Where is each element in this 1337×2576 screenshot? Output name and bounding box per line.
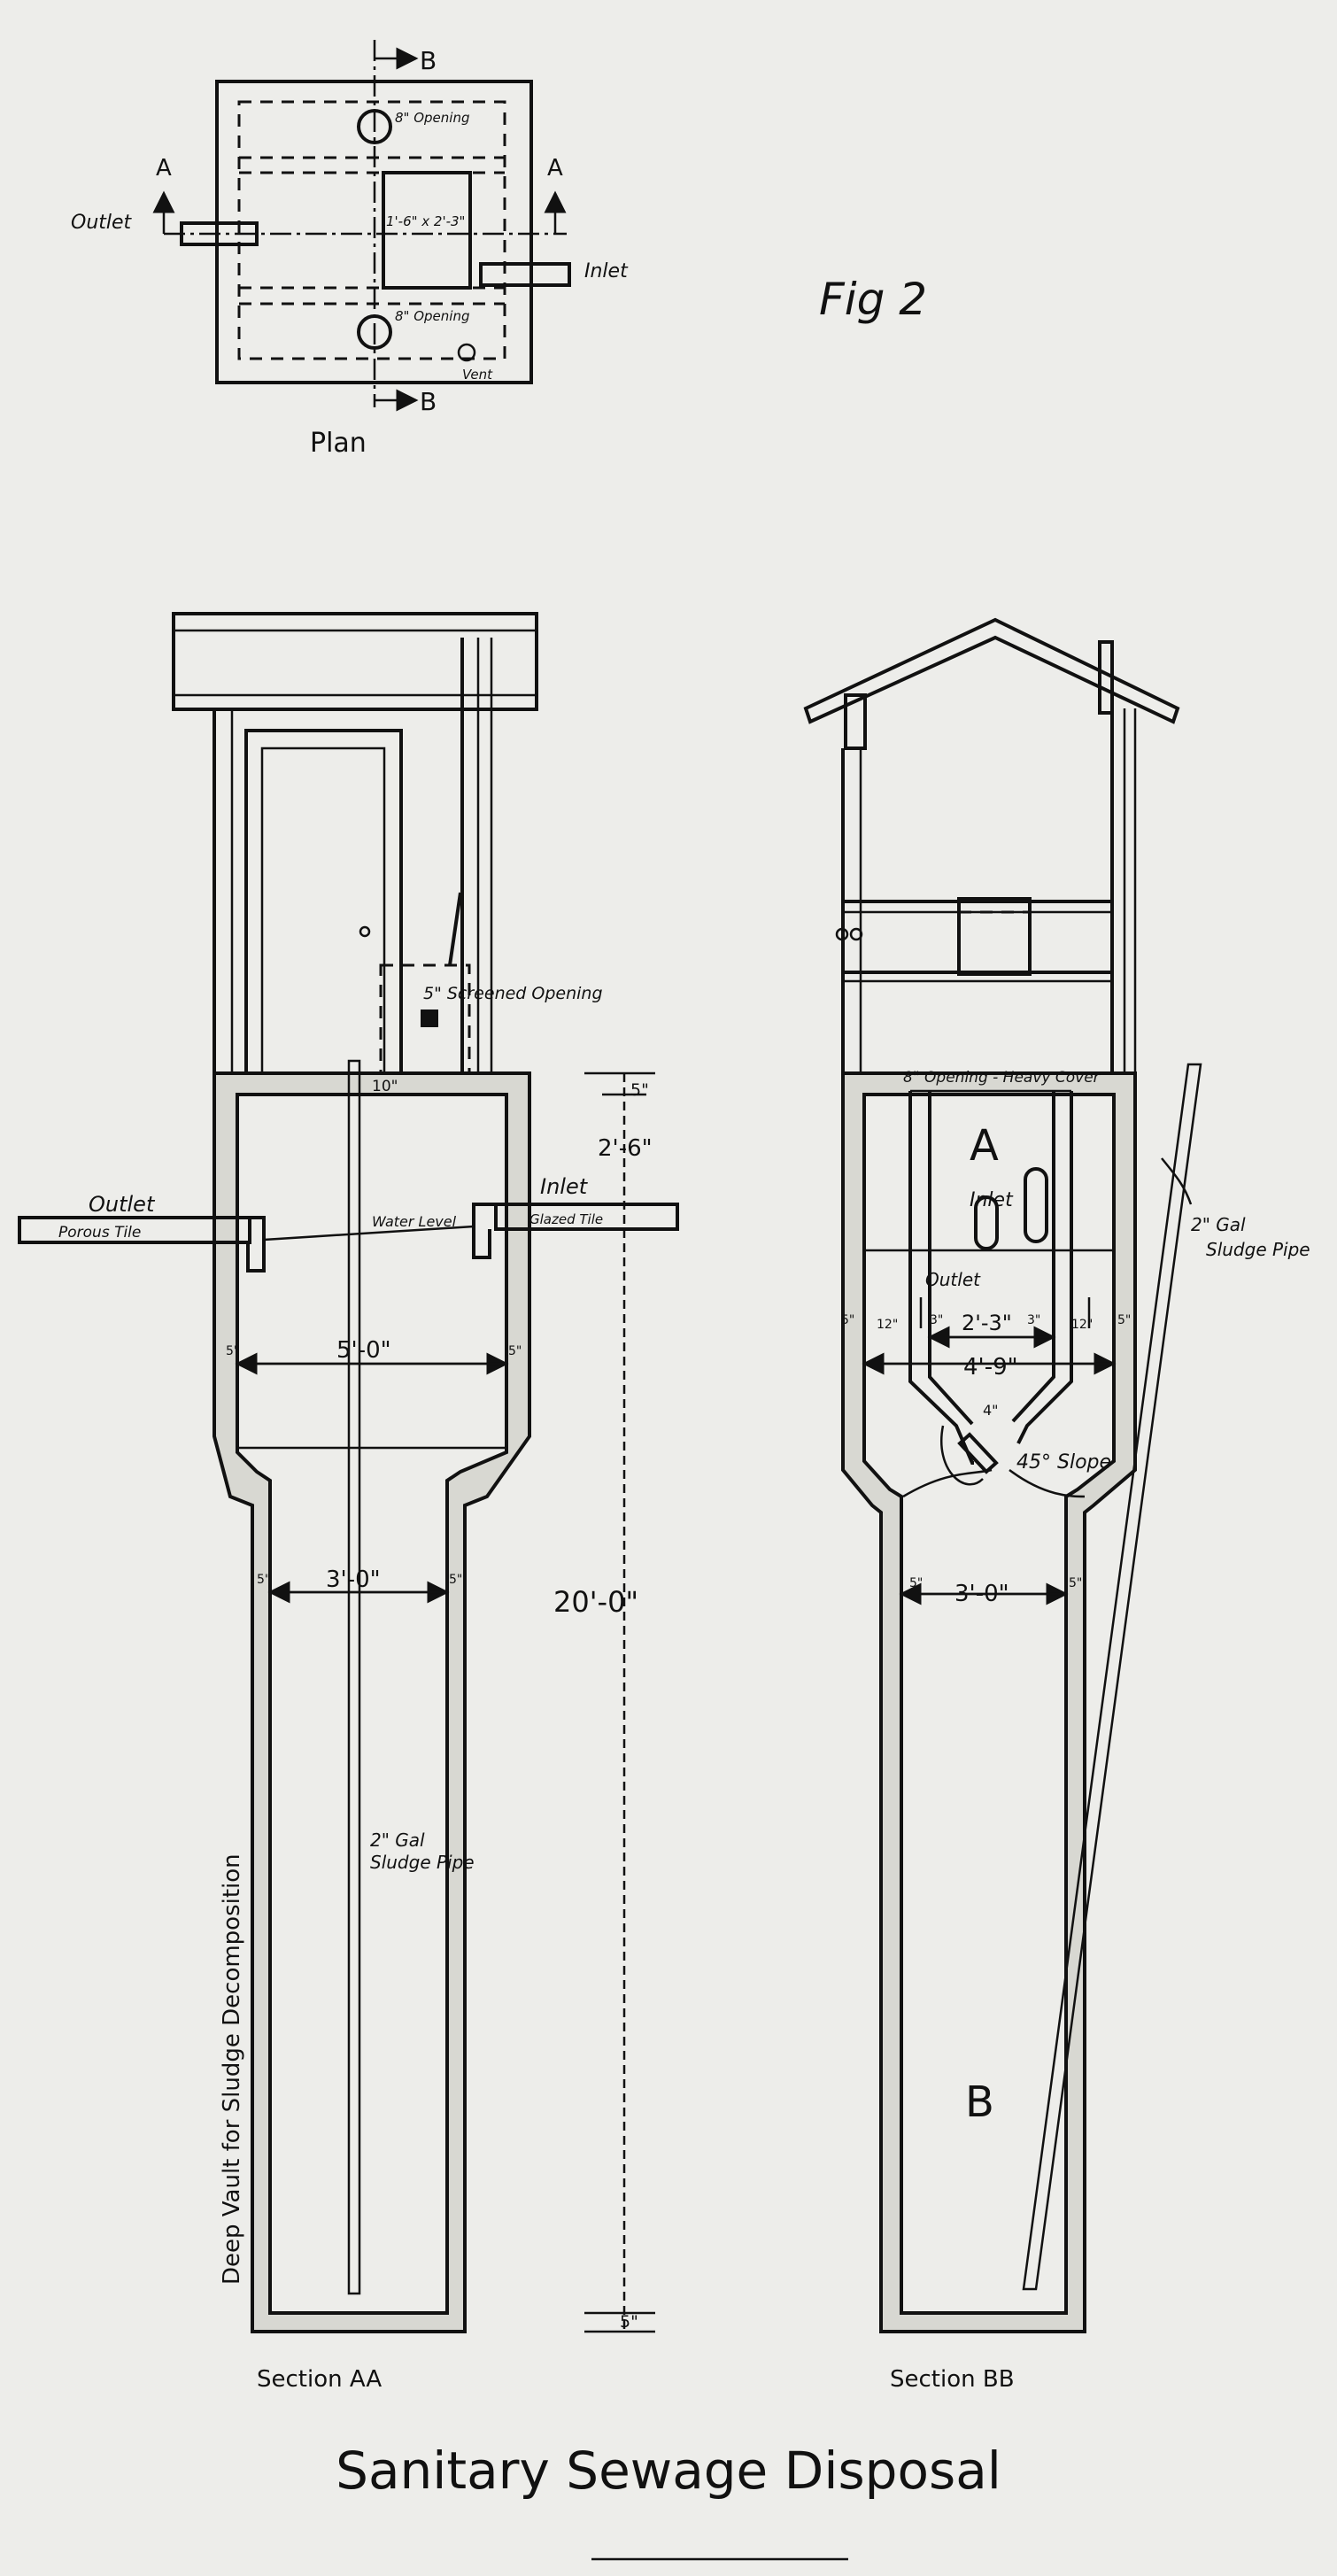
chamber-a-label: A [970, 1121, 999, 1171]
bb-inlet-pipe [1024, 1167, 1048, 1243]
dim-bb-lower-wall: 5" [909, 1576, 923, 1590]
section-mark-a: A [547, 155, 563, 182]
dim-upper-width: 5'-0" [336, 1337, 391, 1364]
sludge-pipe-aa [347, 1059, 361, 2295]
hopper-throat [957, 1432, 999, 1474]
dim-to-water: 2'-6" [598, 1135, 653, 1162]
dim-total-depth: 20'-0" [553, 1585, 638, 1619]
figure-label: Fig 2 [819, 274, 927, 325]
dim-wall: 5" [449, 1573, 462, 1587]
shelter-gable-roof [803, 617, 1180, 724]
drawing-title: Sanitary Sewage Disposal [336, 2441, 1001, 2501]
plan-inner-wall [237, 100, 506, 360]
plan-opening-label: 8" Opening [395, 110, 469, 126]
dim-baffle-right: 3" [1027, 1313, 1040, 1327]
plan-inlet-pipe [479, 262, 571, 287]
shelter-door [260, 746, 386, 1075]
dim-wall: 5" [508, 1344, 522, 1358]
dim-bb-lower-wall: 5" [1069, 1576, 1082, 1590]
bb-sludge-pipe-label: Sludge Pipe [1206, 1239, 1310, 1260]
dim-baffle-left: 3" [930, 1313, 943, 1327]
bb-inlet-label: Inlet [970, 1189, 1014, 1211]
water-level-line [263, 1225, 475, 1242]
chamber-b-label: B [965, 2077, 994, 2127]
dim-wall: 5" [226, 1344, 239, 1358]
plan-view [152, 40, 571, 412]
vent-stack-top [844, 693, 867, 750]
section-bb [803, 617, 1202, 2333]
dim-gap-left: 12" [877, 1318, 898, 1332]
dim-wall-right: 5" [1117, 1313, 1131, 1327]
seat-box [957, 897, 1032, 976]
vault-wall-bb [841, 1071, 1137, 2333]
bb-sludge-pipe-label: 2" Gal [1191, 1214, 1246, 1235]
plan-vent [457, 343, 476, 362]
plan-vent-label: Vent [462, 367, 493, 383]
hopper-baffle-left [908, 1091, 974, 1465]
aa-inlet-label: Inlet [540, 1174, 589, 1199]
aa-outlet-label: Outlet [89, 1192, 156, 1217]
plan-caption: Plan [310, 428, 367, 459]
porous-tile-label: Porous Tile [58, 1224, 141, 1242]
aa-sludge-pipe-label: Sludge Pipe [370, 1852, 475, 1873]
water-level-label: Water Level [372, 1213, 457, 1230]
screened-opening-label: 5" Screened Opening [423, 984, 603, 1003]
plan-opening-label: 8" Opening [395, 308, 469, 324]
dim-top-slab: 5" [630, 1080, 649, 1100]
sludge-pipe-bb [1022, 1063, 1202, 2291]
section-bb-caption: Section BB [890, 2366, 1015, 2393]
section-mark-a: A [156, 155, 172, 182]
dim-wall-left: 5" [841, 1313, 854, 1327]
section-mark-b: B [420, 387, 437, 416]
throat-label: 4" [983, 1402, 999, 1419]
vault-wall-aa [213, 1071, 531, 2333]
dim-lower-width: 3'-0" [326, 1566, 381, 1593]
bb-cover-label: 8" Opening - Heavy Cover [903, 1069, 1101, 1087]
inlet-pipe [494, 1203, 679, 1231]
seat-lid [448, 892, 462, 966]
section-aa-caption: Section AA [257, 2366, 382, 2393]
door-knob [359, 925, 371, 938]
inlet-elbow [472, 1203, 522, 1259]
plan-outlet-pipe [180, 221, 259, 246]
outlet-elbow [221, 1216, 266, 1273]
dim-inner-width: 2'-3" [962, 1311, 1012, 1335]
dim-gap-right: 12" [1071, 1318, 1093, 1332]
dim-wall: 5" [257, 1573, 270, 1587]
hopper-baffle-right [1011, 1091, 1073, 1444]
plan-center-opening [382, 171, 472, 290]
screened-opening [421, 1010, 438, 1027]
aa-sludge-pipe-label: 2" Gal [370, 1830, 425, 1851]
section-aa [18, 612, 679, 2333]
dim-pipe-offset: 10" [372, 1078, 398, 1095]
dim-bottom-slab: 5" [620, 2312, 638, 2332]
plan-outlet-label: Outlet [71, 212, 133, 234]
shelter-roof [172, 612, 538, 711]
bb-outlet-label: Outlet [925, 1269, 981, 1290]
glazed-tile-label: Glazed Tile [529, 1211, 603, 1227]
outlet-pipe [18, 1216, 251, 1244]
plan-center-opening-label: 1'-6" x 2'-3" [386, 213, 465, 229]
dim-bb-lower-width: 3'-0" [954, 1581, 1009, 1607]
bb-outlet-pipe [974, 1195, 999, 1250]
slope-label: 45° Slope [1016, 1451, 1111, 1474]
plan-inlet-label: Inlet [584, 260, 629, 282]
deep-vault-label: Deep Vault for Sludge Decomposition [219, 1853, 245, 2285]
dim-bb-upper-width: 4'-9" [963, 1354, 1018, 1381]
shelter-door-frame [244, 729, 403, 1075]
section-mark-b: B [420, 46, 437, 75]
